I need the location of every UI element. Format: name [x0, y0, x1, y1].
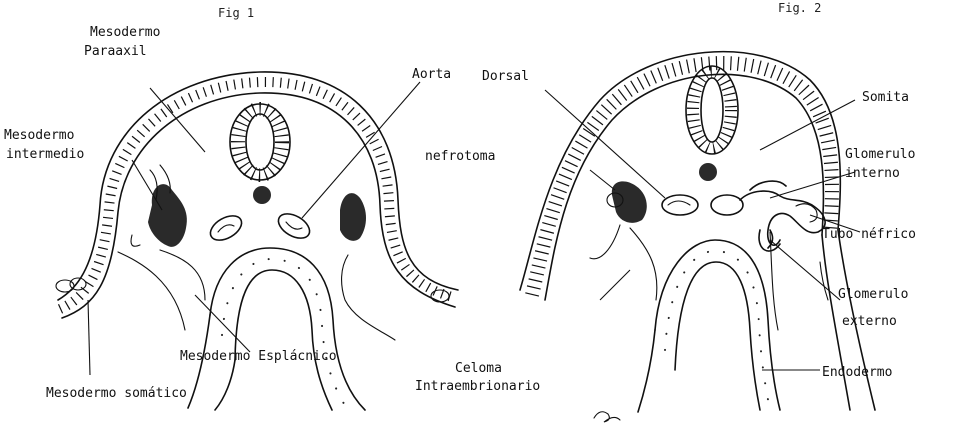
fig2-neural-tube-lumen [701, 78, 723, 142]
fig1-endoderm-left-inner [215, 360, 235, 410]
fig2-splanchnic-left [630, 228, 657, 300]
fig1-intermediate-mesoderm-left [148, 184, 187, 247]
fig1-title: Fig 1 [218, 6, 254, 20]
fig2-arrow-nefrotoma [590, 170, 615, 190]
fig1-edge-cell-left-b [70, 278, 86, 290]
fig2-neural-tube-cells [693, 72, 731, 148]
label-mesodermo-intermedio-line2: intermedio [6, 147, 84, 162]
fig1-aorta-left-detail [218, 225, 234, 232]
label-mesodermo-paraaxil-line2: Paraaxil [84, 44, 147, 59]
fig2-somatic-left [590, 225, 620, 259]
fig2-glomerulo-interno [750, 181, 786, 190]
fig1-somatic-left [118, 252, 185, 330]
fig1-aorta-right-detail [286, 222, 302, 229]
label-dorsal: Dorsal [482, 69, 529, 84]
fig1-aorta-left [206, 211, 245, 245]
fig1-notochord [253, 186, 271, 204]
label-mesodermo-esplacnico: Mesodermo Esplácnico [180, 349, 337, 364]
label-mesodermo-intermedio-line1: Mesodermo [4, 128, 74, 143]
fig1-intermediate-mesoderm-right [340, 193, 366, 241]
fig2-aorta-left-detail [668, 201, 690, 205]
fig2-arrow-glomerulo-externo [770, 240, 840, 300]
fig1-arrow-paraaxil [150, 88, 205, 152]
label-glomerulo-interno-line1: Glomerulo [845, 147, 915, 162]
fig2-somatic-right [820, 262, 828, 300]
fig2-arrow-glomerulo-interno [770, 172, 855, 198]
label-glomerulo-externo-line1: Glomerulo [838, 287, 908, 302]
fig2-arrow-celoma [600, 270, 630, 300]
fig2-nefrotoma [612, 181, 647, 222]
fig2-notochord [699, 163, 717, 181]
bottom-scribble-mark [594, 412, 620, 422]
fig1-neural-tube-cells [238, 109, 282, 175]
label-celoma-line1: Celoma [455, 361, 502, 376]
label-somita: Somita [862, 90, 909, 105]
fig2-glomerulo-externo [759, 230, 780, 251]
fig1-splanchnic-left [160, 250, 205, 300]
label-glomerulo-interno-line2: interno [845, 166, 900, 181]
label-mesodermo-somatico: Mesodermo somático [46, 386, 187, 401]
fig2-nephric-tubule [740, 191, 825, 245]
label-aorta: Aorta [412, 67, 451, 82]
fig2-endoderm-dots [665, 251, 770, 410]
figure-1: Fig 1 Mesodermo Paraaxil Mesodermo inter… [4, 6, 458, 410]
fig1-ectoderm-inner [62, 93, 455, 318]
fig1-arrow-somatico [88, 300, 90, 375]
fig1-arrow-aorta [302, 82, 420, 218]
fig2-ectoderm-inner [545, 74, 823, 300]
label-tubo-nefrico: Tubo néfrico [822, 227, 916, 242]
fig2-endoderm-left-wall [638, 330, 655, 412]
fig1-somatic-small [131, 235, 140, 246]
label-glomerulo-externo-line2: externo [842, 314, 897, 329]
fig1-arrow-intermedio [132, 160, 162, 210]
label-endodermo: Endodermo [822, 365, 892, 380]
label-mesodermo-paraaxil-line1: Mesodermo [90, 25, 160, 40]
fig1-edge-cell-right [431, 290, 449, 302]
label-nefrotoma: nefrotoma [425, 149, 495, 164]
fig1-splanchnic-right [342, 255, 395, 340]
fig1-edge-cell-left-a [56, 280, 74, 292]
fig2-aorta-right [711, 195, 743, 215]
fig1-endoderm-inner [235, 270, 332, 410]
fig2-endoderm-inner [675, 262, 760, 410]
fig2-title: Fig. 2 [778, 1, 821, 15]
figure-2: Fig. 2 Dorsal nefrotoma Somita Glomerulo… [415, 1, 916, 412]
fig2-aorta-left [662, 195, 698, 215]
fig2-arrow-somita [760, 100, 855, 150]
fig1-ectoderm-outer [58, 72, 458, 300]
fig1-endoderm-dots [222, 259, 348, 410]
fig1-aorta-right [274, 209, 313, 243]
label-celoma-line2: Intraembrionario [415, 379, 540, 394]
fig2-ectoderm-cells [532, 63, 832, 295]
fig2-ectoderm-outer [520, 52, 840, 290]
fig2-endoderm-outer [655, 240, 780, 410]
